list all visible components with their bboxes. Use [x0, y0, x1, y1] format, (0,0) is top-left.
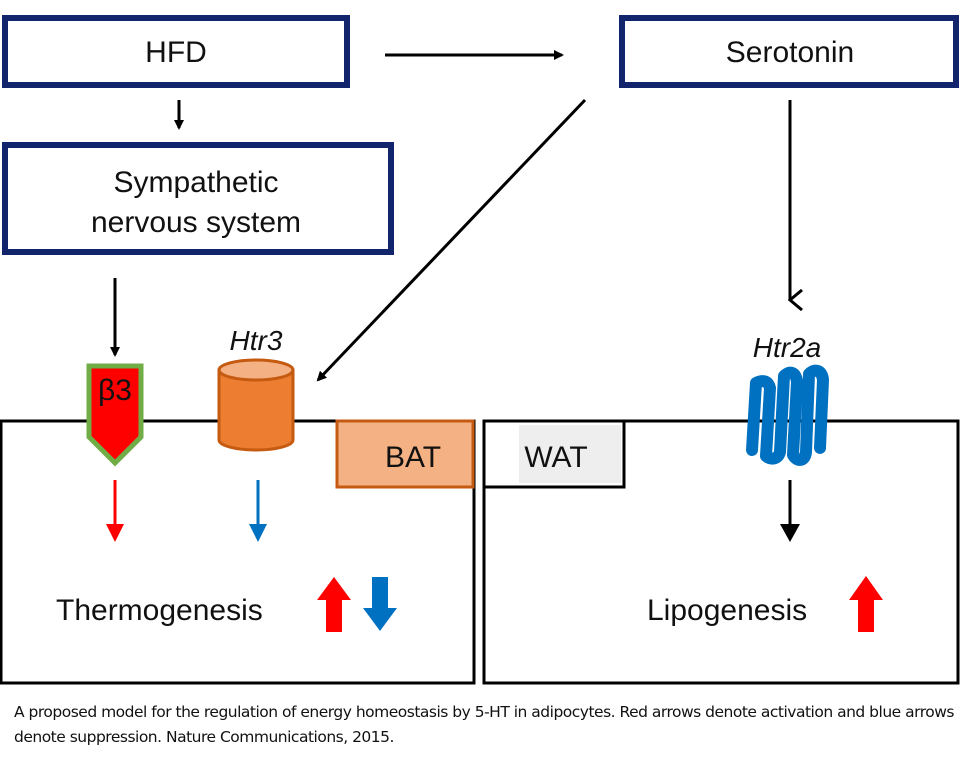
sns-label-line1: Sympathetic [113, 166, 278, 199]
bat-tag: BAT [335, 419, 475, 489]
sns-label-line2: nervous system [91, 206, 301, 239]
wat-tag: WAT [482, 419, 626, 489]
sympathetic-nervous-system-node: Sympathetic nervous system [2, 142, 394, 255]
htr3-suppression-arrow [249, 480, 267, 542]
lipogenesis-label: Lipogenesis [647, 594, 807, 627]
wat-label: WAT [524, 441, 587, 474]
thermogenesis-decrease-arrow-icon [363, 577, 397, 631]
serotonin-label: Serotonin [726, 36, 854, 69]
wat-cell [482, 419, 960, 685]
figure-caption: A proposed model for the regulation of e… [14, 703, 954, 746]
bat-label: BAT [385, 441, 441, 474]
beta3-label: β3 [98, 374, 132, 407]
htr2a-label: Htr2a [753, 332, 821, 363]
htr2a-receptor-icon [746, 364, 829, 466]
beta3-activation-arrow [106, 480, 124, 542]
htr3-channel-icon [217, 358, 295, 452]
arrow-serotonin-to-htr3 [316, 98, 587, 382]
hfd-label: HFD [145, 36, 207, 69]
hfd-node: HFD [2, 15, 350, 88]
htr2a-signal-arrow [780, 480, 800, 542]
thermogenesis-increase-arrow-icon [317, 577, 351, 632]
beta3-receptor-icon: β3 [86, 363, 144, 467]
htr3-label: Htr3 [230, 325, 283, 356]
diagram-canvas: HFD Serotonin Sympathetic nervous system… [0, 15, 960, 685]
serotonin-node: Serotonin [619, 15, 959, 88]
lipogenesis-increase-arrow-icon [849, 576, 883, 632]
thermogenesis-label: Thermogenesis [56, 594, 263, 627]
